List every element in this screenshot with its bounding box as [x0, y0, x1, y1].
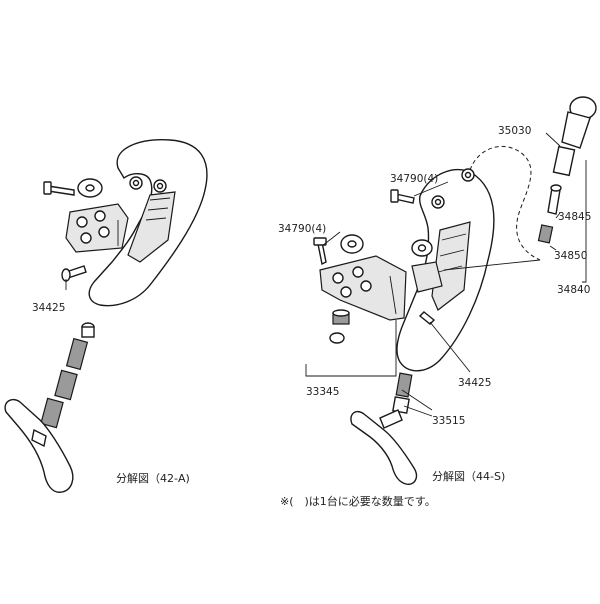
screw-34425-right	[418, 311, 436, 325]
label-33345: 33345	[306, 386, 339, 398]
carriage-bolt	[47, 185, 75, 196]
handle-thread	[40, 397, 64, 429]
tube-cutter-42a	[4, 139, 208, 493]
caption-44s: 分解図（44-S)	[432, 469, 505, 483]
label-34845: 34845	[558, 211, 591, 223]
feed-screw-thread	[65, 337, 89, 371]
label-34790-top: 34790(4)	[390, 173, 438, 185]
label-33515: 33515	[432, 415, 465, 427]
t-handle-44s	[350, 410, 418, 485]
t-handle	[4, 398, 74, 493]
roller-base	[329, 332, 345, 344]
feed-block	[411, 261, 443, 293]
quantity-note: ※( )は1台に必要な数量です。	[280, 494, 436, 508]
knob-stem	[561, 111, 591, 149]
feed-screw-33515	[395, 372, 413, 398]
label-34850: 34850	[554, 250, 587, 262]
dashed-assembly-path	[469, 145, 541, 261]
feed-nut	[54, 369, 78, 401]
leader-lines	[305, 132, 587, 417]
label-34425-left: 34425	[32, 302, 65, 314]
label-34425-right: 34425	[458, 377, 491, 389]
frame-inner-slot	[127, 191, 176, 263]
label-34790-left: 34790(4)	[278, 223, 326, 235]
caption-42a: 分解図（42-A)	[116, 471, 190, 485]
sleeve	[552, 145, 576, 177]
label-35030: 35030	[498, 125, 531, 137]
spring-34850	[537, 224, 554, 244]
label-34840: 34840	[557, 284, 590, 296]
